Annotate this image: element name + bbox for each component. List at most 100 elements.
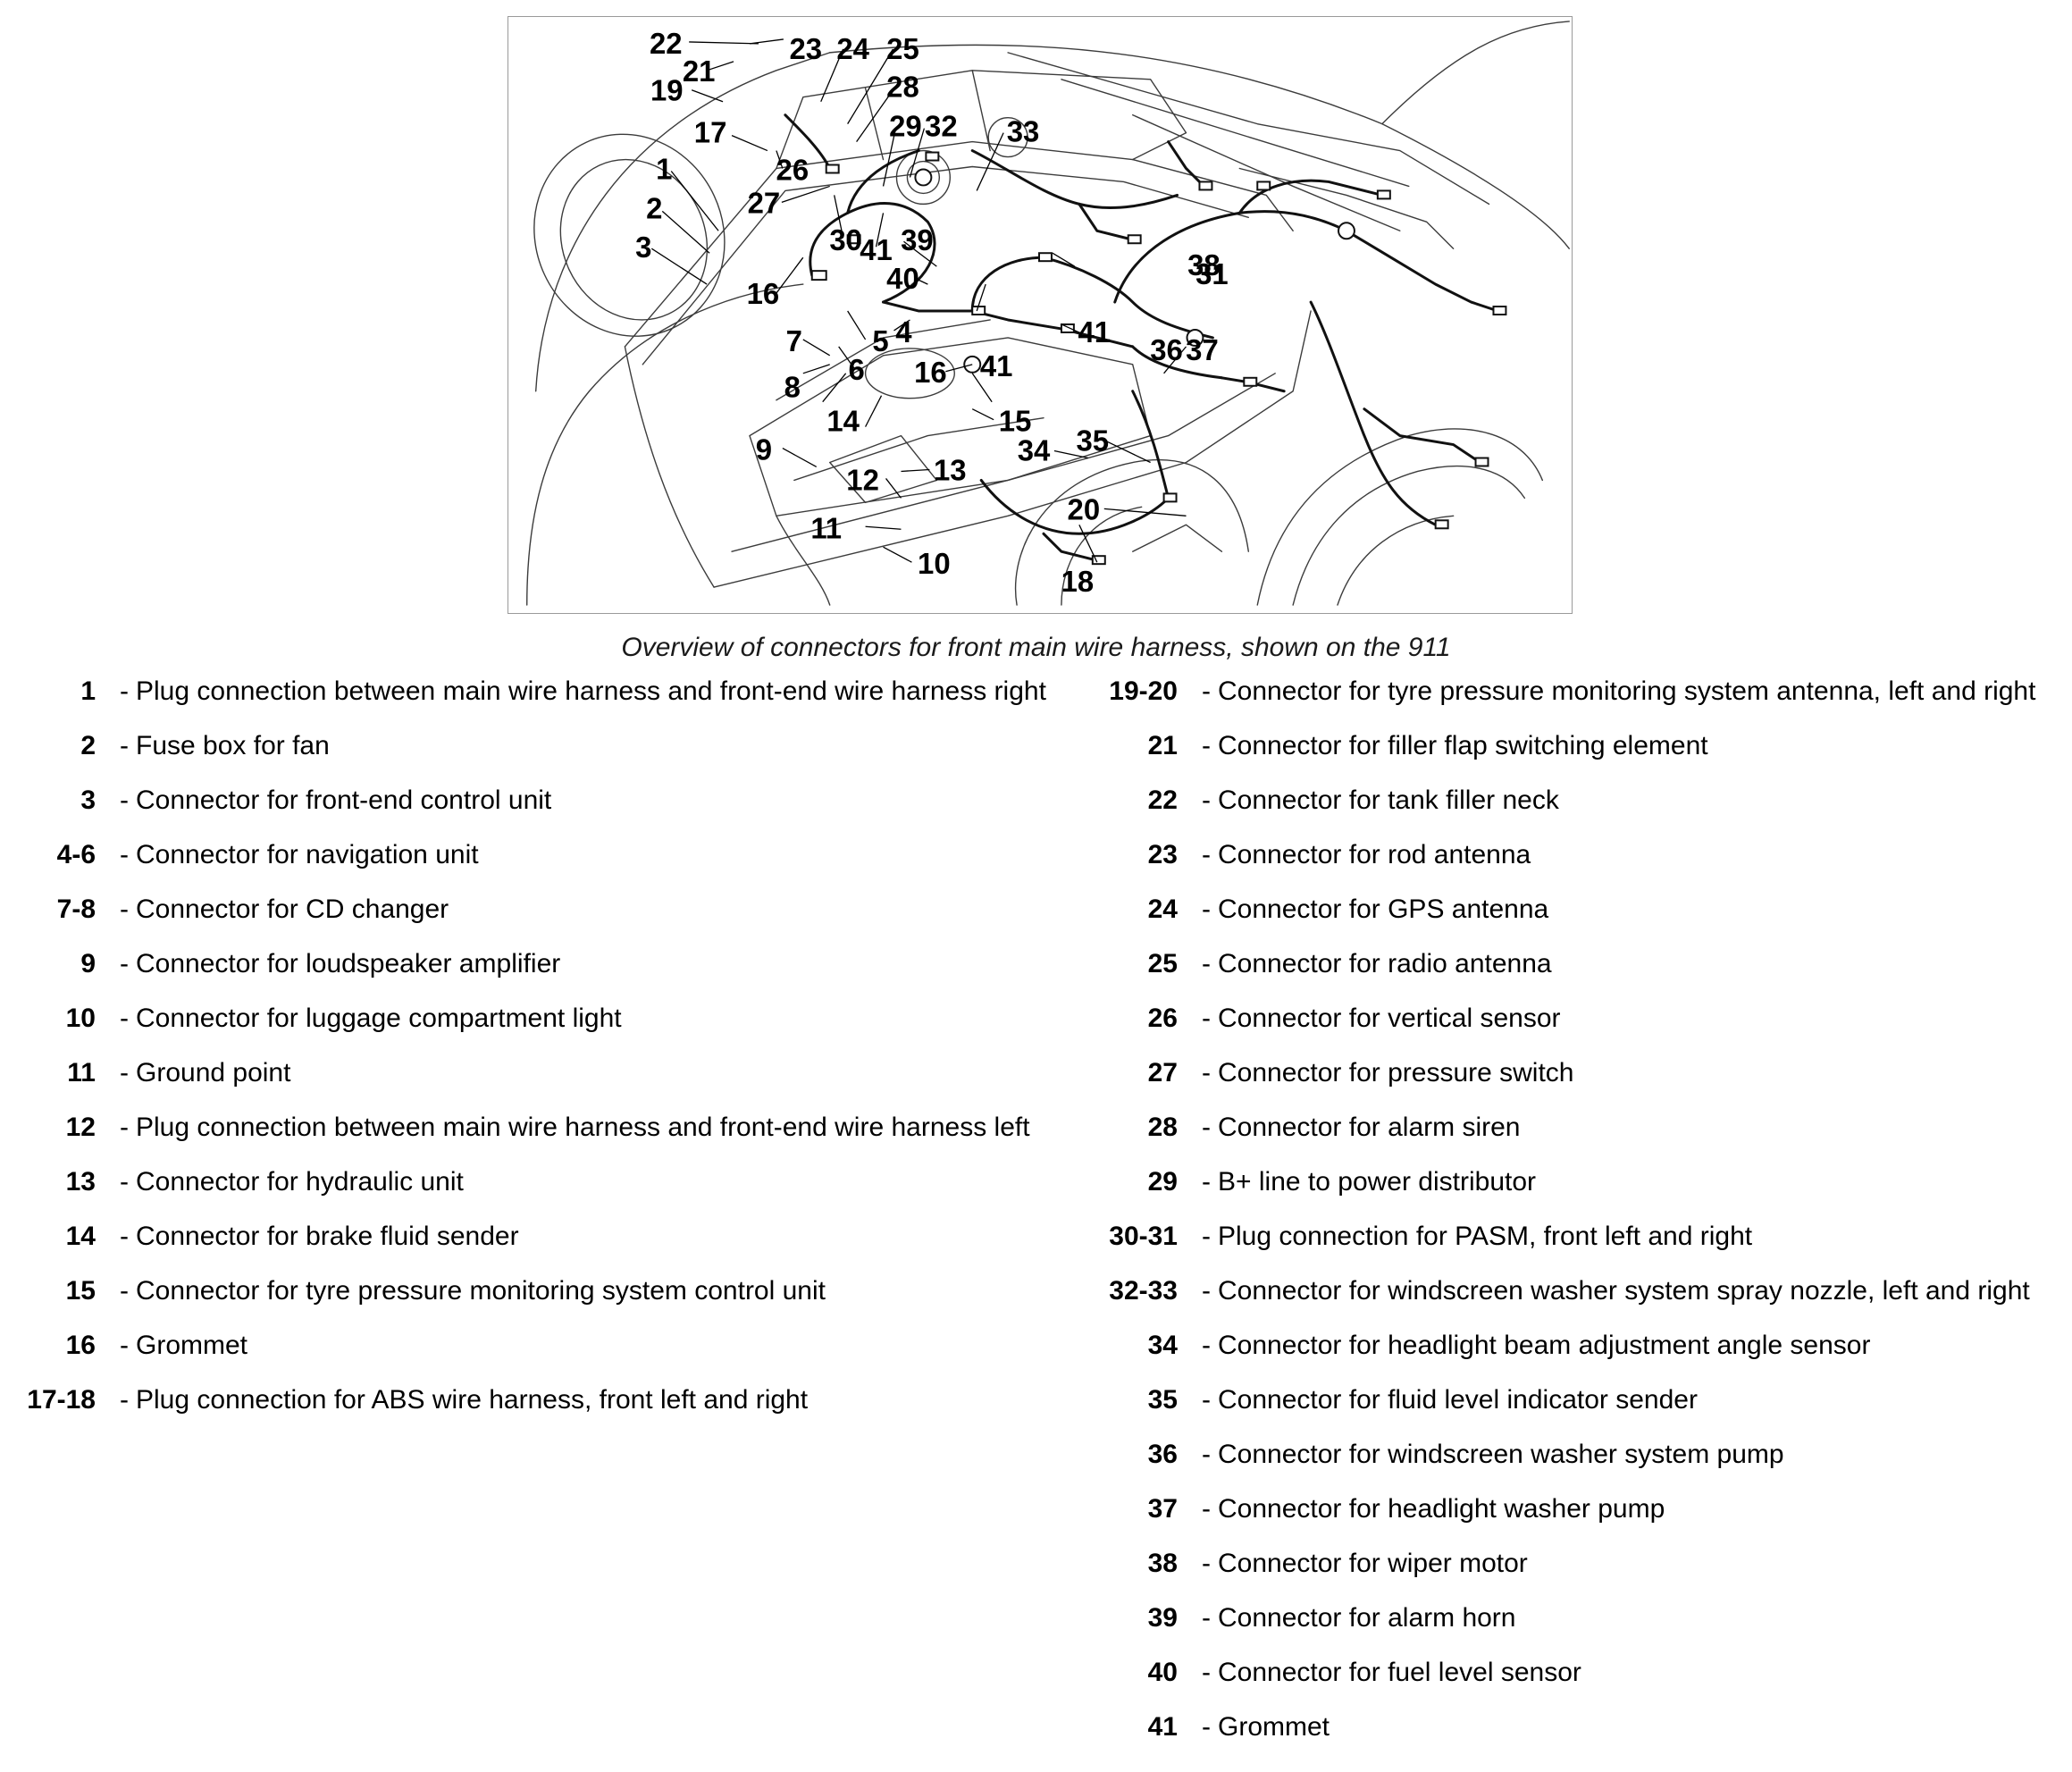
legend-item: 4-6-Connector for navigation unit [0, 839, 1072, 894]
legend-dash: - [1202, 1276, 1211, 1306]
legend-text: Connector for tank filler neck [1218, 785, 1559, 815]
callout-label: 29 [889, 110, 922, 143]
legend-dash: - [120, 1058, 129, 1088]
callout-label: 41 [980, 349, 1013, 382]
legend-item: 21-Connector for filler flap switching e… [1083, 730, 2072, 785]
callout-label: 9 [756, 433, 772, 466]
legend-number: 12 [65, 1113, 96, 1142]
legend-dash: - [120, 1385, 129, 1415]
callout-label: 17 [694, 116, 727, 149]
legend-item: 17-18-Plug connection for ABS wire harne… [0, 1384, 1072, 1439]
legend-left-column: 1-Plug connection between main wire harn… [0, 676, 1072, 1439]
harness-drawing: 22 21 19 23 24 25 28 17 29 32 33 26 1 27… [526, 21, 1570, 606]
legend-number: 17-18 [27, 1385, 96, 1415]
callout-label: 4 [895, 315, 912, 349]
legend-dash: - [120, 1113, 129, 1142]
legend-item: 23-Connector for rod antenna [1083, 839, 2072, 894]
legend-item: 28-Connector for alarm siren [1083, 1112, 2072, 1166]
callout-label: 10 [918, 547, 951, 580]
legend-item: 37-Connector for headlight washer pump [1083, 1493, 2072, 1548]
callout-label: 8 [784, 371, 801, 404]
legend-dash: - [1202, 949, 1211, 978]
legend-text: Plug connection between main wire harnes… [136, 676, 1046, 706]
legend-dash: - [1202, 1603, 1211, 1633]
callout-label: 6 [848, 353, 864, 386]
leader-lines [650, 38, 1187, 563]
legend-number: 22 [1147, 785, 1178, 815]
legend-dash: - [120, 676, 129, 706]
callout-label: 14 [826, 405, 860, 438]
legend-right-column: 19-20-Connector for tyre pressure monito… [1083, 676, 2072, 1766]
legend-text: Connector for front-end control unit [136, 785, 552, 815]
callout-label: 16 [914, 356, 947, 389]
legend-text: Connector for filler flap switching elem… [1218, 731, 1708, 760]
legend-item: 39-Connector for alarm horn [1083, 1602, 2072, 1657]
callout-label: 38 [1187, 248, 1221, 281]
wire-harness [784, 113, 1499, 562]
legend-item: 1-Plug connection between main wire harn… [0, 676, 1072, 730]
callout-label: 31 [1195, 257, 1229, 290]
callout-label: 7 [786, 324, 802, 357]
callout-label: 37 [1186, 333, 1219, 366]
legend-dash: - [120, 785, 129, 815]
legend-text: Connector for tyre pressure monitoring s… [136, 1276, 826, 1306]
legend-number: 40 [1147, 1658, 1178, 1687]
legend-number: 19-20 [1109, 676, 1178, 706]
legend-text: Connector for brake fluid sender [136, 1222, 519, 1251]
legend-item: 19-20-Connector for tyre pressure monito… [1083, 676, 2072, 730]
legend-number: 27 [1147, 1058, 1178, 1088]
callout-label: 1 [656, 152, 672, 185]
callout-label: 5 [872, 324, 888, 357]
callout-label: 3 [635, 231, 651, 264]
harness-diagram: 22 21 19 23 24 25 28 17 29 32 33 26 1 27… [508, 16, 1573, 614]
legend-item: 25-Connector for radio antenna [1083, 948, 2072, 1003]
legend-text: Connector for wiper motor [1218, 1549, 1528, 1578]
legend-dash: - [1202, 894, 1211, 924]
legend-dash: - [1202, 1331, 1211, 1360]
legend-text: Connector for vertical sensor [1218, 1004, 1561, 1033]
callout-label: 39 [901, 223, 934, 256]
legend-item: 24-Connector for GPS antenna [1083, 894, 2072, 948]
callout-label: 32 [925, 110, 958, 143]
legend-dash: - [1202, 840, 1211, 869]
legend-number: 11 [67, 1058, 96, 1088]
legend-item: 29-B+ line to power distributor [1083, 1166, 2072, 1221]
callout-label: 23 [789, 32, 822, 65]
legend-number: 38 [1147, 1549, 1178, 1578]
legend-dash: - [1202, 1549, 1211, 1578]
legend-text: Plug connection between main wire harnes… [136, 1113, 1030, 1142]
legend-text: Connector for navigation unit [136, 840, 479, 869]
legend-dash: - [120, 731, 129, 760]
legend-dash: - [120, 1222, 129, 1251]
callout-label: 24 [836, 32, 869, 65]
legend-text: Connector for alarm horn [1218, 1603, 1516, 1633]
legend-item: 36-Connector for windscreen washer syste… [1083, 1439, 2072, 1493]
callout-label: 2 [646, 191, 662, 224]
legend-dash: - [1202, 1658, 1211, 1687]
legend-number: 41 [1147, 1712, 1178, 1742]
legend-dash: - [1202, 1385, 1211, 1415]
callout-label: 27 [748, 186, 781, 219]
callout-label: 26 [776, 153, 810, 186]
legend-text: Grommet [1218, 1712, 1330, 1742]
legend-text: Connector for CD changer [136, 894, 449, 924]
legend-text: Connector for headlight beam adjustment … [1218, 1331, 1871, 1360]
callout-label: 15 [999, 405, 1032, 438]
callout-label: 28 [886, 71, 919, 104]
legend-number: 29 [1147, 1167, 1178, 1197]
legend-number: 37 [1147, 1494, 1178, 1524]
legend-item: 40-Connector for fuel level sensor [1083, 1657, 2072, 1711]
legend-dash: - [120, 894, 129, 924]
callout-label: 16 [747, 277, 780, 310]
legend-item: 3-Connector for front-end control unit [0, 785, 1072, 839]
legend-item: 35-Connector for fluid level indicator s… [1083, 1384, 2072, 1439]
legend-item: 34-Connector for headlight beam adjustme… [1083, 1330, 2072, 1384]
legend-text: Plug connection for PASM, front left and… [1218, 1222, 1753, 1251]
legend-item: 27-Connector for pressure switch [1083, 1057, 2072, 1112]
legend-item: 26-Connector for vertical sensor [1083, 1003, 2072, 1057]
legend-dash: - [1202, 1113, 1211, 1142]
legend-dash: - [1202, 785, 1211, 815]
legend-text: Connector for fuel level sensor [1218, 1658, 1581, 1687]
legend-number: 21 [1147, 731, 1178, 760]
legend-number: 23 [1147, 840, 1178, 869]
